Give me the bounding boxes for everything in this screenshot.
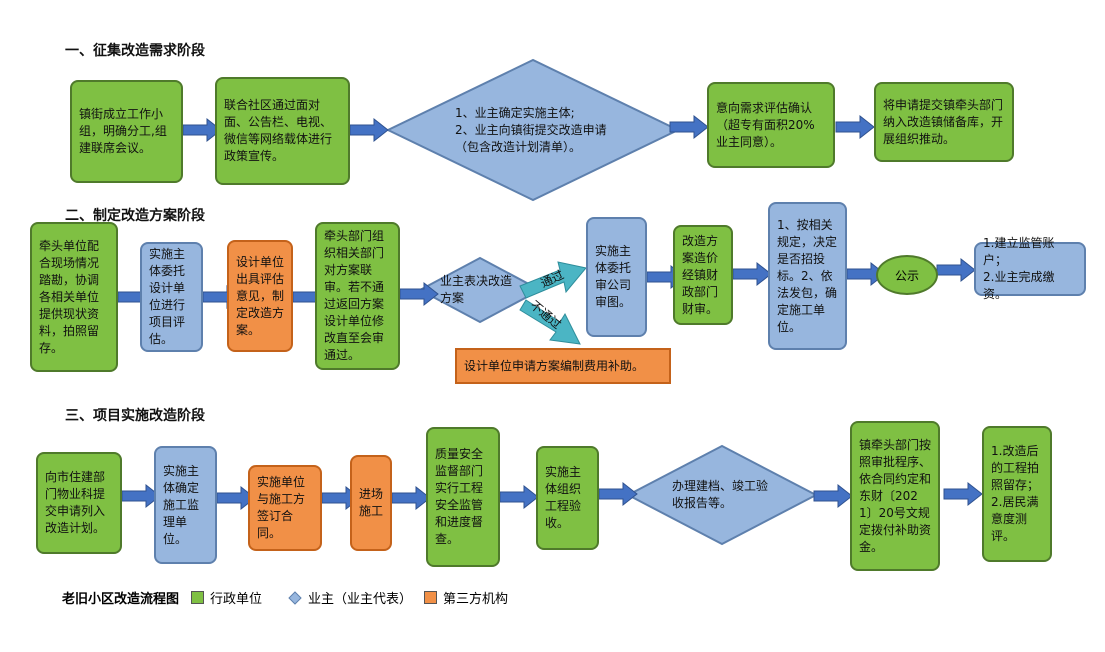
stage1-owner-apply: 1、业主确定实施主体; 2、业主向镇街提交改造申请（包含改造计划清单）。 [455,105,607,154]
stage3-acceptance: 实施主体组织工程验收。 [536,446,599,550]
stage3-supervisor: 实施主体确定施工监理单位。 [154,446,217,564]
stage2-drawing-review: 实施主体委托审公司审图。 [586,217,647,337]
stage2-publicity-oval: 公示 [876,255,938,295]
stage3-sign-contract: 实施单位与施工方签订合同。 [248,465,322,551]
stage2-joint-review: 牵头部门组织相关部门对方案联审。若不通过返回方案设计单位修改直至会审通过。 [315,222,400,370]
stage2-bidding: 1、按相关规定，决定是否招投标。2、依法发包，确定施工单位。 [768,202,847,350]
arrow-3-6 [598,482,638,506]
stage1-submit-reserve: 将申请提交镇牵头部门纳入改造镇储备库，开展组织推动。 [874,82,1014,162]
stage2-site-survey: 牵头单位配合现场情况踏勘，协调各相关单位提供现状资料，拍照留存。 [30,222,118,372]
arrow-2-8 [936,258,976,282]
stage2-entrust-design: 实施主体委托设计单位进行项目评估。 [140,242,203,352]
stage1-work-group: 镇街成立工作小组，明确分工,组建联席会议。 [70,80,183,183]
section-title-1: 一、征集改造需求阶段 [65,43,205,59]
stage3-quality-supervision: 质量安全监督部门实行工程安全监管和进度督查。 [426,427,500,567]
stage3-archive-report: 办理建档、竣工验收报告等。 [672,479,769,510]
stage1-policy-publicity: 联合社区通过面对面、公告栏、电视、微信等网络载体进行政策宣传。 [215,77,350,185]
stage1-demand-assessment: 意向需求评估确认（超专有面积20%业主同意）。 [707,82,835,168]
arrow-1-4 [835,115,875,139]
arrow-3-7 [813,484,853,508]
legend-diamond-icon [288,590,302,605]
pass-arrow [519,261,587,299]
arrow-2-6 [732,262,772,286]
arrow-3-5 [499,485,539,509]
arrow-1-2 [349,118,389,142]
legend: 老旧小区改造流程图 行政单位 业主（业主代表） 第三方机构 [62,588,508,607]
section-title-2: 二、制定改造方案阶段 [65,208,205,224]
legend-green-label: 行政单位 [210,592,263,607]
arrow-3-4 [391,486,431,510]
stage3-evaluation: 1.改造后的工程拍照留存；2.居民满意度测评。 [982,426,1052,562]
legend-blue-label: 业主（业主代表） [308,592,413,607]
stage2-owner-vote: 业主表决改造方案 [440,274,513,305]
legend-title: 老旧小区改造流程图 [62,592,180,607]
stage2-design-plan: 设计单位出具评估意见，制定改造方案。 [227,240,293,352]
arrow-3-8 [943,482,983,506]
section-title-3: 三、项目实施改造阶段 [65,408,205,424]
legend-orange-swatch [424,591,438,604]
stage2-escrow: 1.建立监管账户； 2.业主完成缴资。 [974,236,1086,301]
legend-orange-label: 第三方机构 [443,592,509,607]
stage2-design-subsidy: 设计单位申请方案编制费用补助。 [455,348,671,384]
stage3-apply-plan: 向市住建部门物业科提交申请列入改造计划。 [36,452,122,554]
arrow-1-3 [669,115,709,139]
fail-arrow [519,299,581,345]
legend-green-swatch [191,591,205,604]
stage3-subsidy-payment: 镇牵头部门按照审批程序、依合同约定和东财〔2021〕20号文规定拨付补助资金。 [850,421,940,571]
stage3-construction: 进场施工 [350,455,392,551]
stage2-cost-audit: 改造方案造价经镇财政部门财审。 [673,225,733,325]
